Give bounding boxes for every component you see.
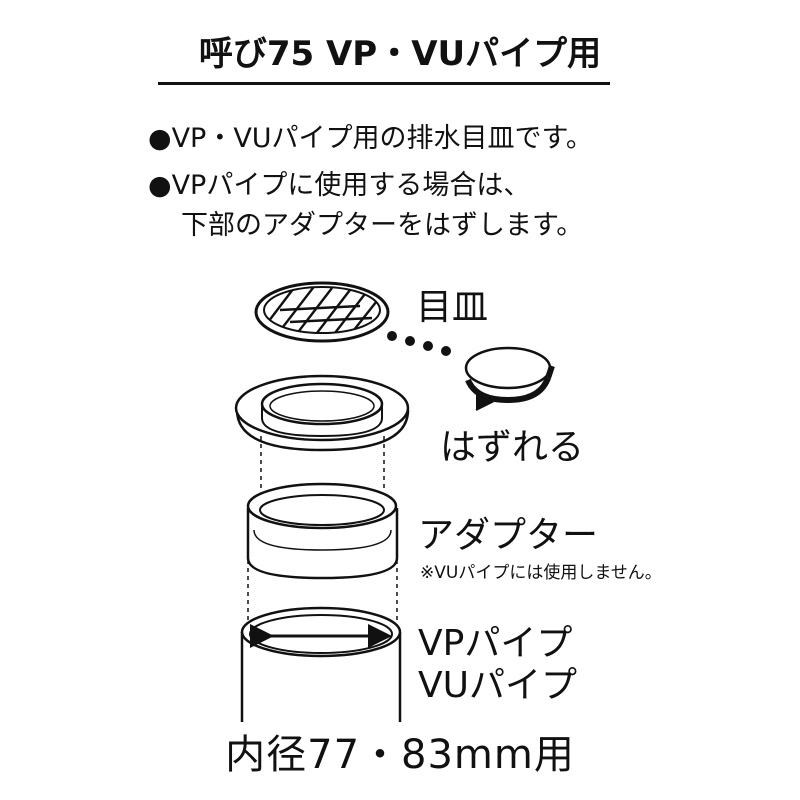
label-adapter-note: ※VUパイプには使用しません。 xyxy=(420,563,662,583)
bottom-caption: 内径77・83mm用 xyxy=(225,732,575,778)
bullet-item-1: ●VP・VUパイプ用の排水目皿です。 xyxy=(148,116,593,155)
rotate-arrow-icon xyxy=(464,346,555,411)
page-title: 呼び75 VP・VUパイプ用 xyxy=(198,34,602,74)
label-strainer: 目皿 xyxy=(416,287,489,328)
label-vp-pipe: VPパイプ xyxy=(418,623,573,664)
title-underline xyxy=(158,82,610,85)
dotted-path xyxy=(387,331,451,356)
bullet-item-2: ●VPパイプに使用する場合は、 xyxy=(148,163,530,202)
bullet-continuation: 下部のアダプターをはずします。 xyxy=(181,210,584,241)
pipe-icon xyxy=(240,606,402,722)
label-vu-pipe: VUパイプ xyxy=(418,665,577,706)
label-adapter: アダプター xyxy=(418,515,599,556)
bullet-text: VPパイプに使用する場合は、 xyxy=(171,170,531,201)
dashed-guides xyxy=(247,436,398,622)
adapter-ring-icon xyxy=(246,482,399,580)
bullet-marker: ● xyxy=(148,123,172,154)
bullet-marker: ● xyxy=(148,170,172,201)
bullet-text: VP・VUパイプ用の排水目皿です。 xyxy=(171,123,593,154)
strainer-grate-icon xyxy=(254,281,390,343)
label-removable: はずれる xyxy=(440,427,585,468)
flange-ring-icon xyxy=(234,374,410,452)
